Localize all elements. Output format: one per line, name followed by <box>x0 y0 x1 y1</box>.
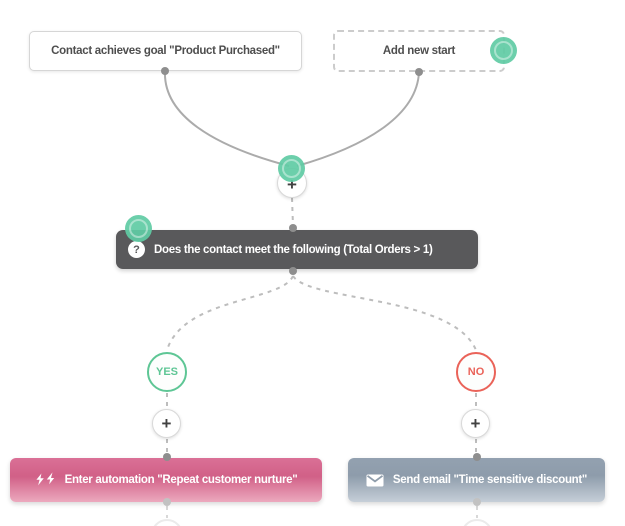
connector-dot <box>415 68 423 76</box>
branch-yes-label: YES <box>155 366 178 378</box>
plus-icon: + <box>287 175 297 194</box>
trigger-node-goal-label: Contact achieves goal "Product Purchased… <box>51 45 280 57</box>
branch-no-label: NO <box>467 366 485 378</box>
automation-bolts-icon <box>35 472 56 488</box>
connector-dot <box>289 224 297 232</box>
add-new-start-button[interactable]: Add new start <box>333 30 505 72</box>
drag-handle-convergence[interactable] <box>278 155 305 182</box>
action-node-send-email-label: Send email "Time sensitive discount" <box>392 474 588 486</box>
condition-node-label: Does the contact meet the following (Tot… <box>154 243 433 256</box>
connector-dot <box>473 498 481 506</box>
plus-icon: + <box>161 414 172 433</box>
connector-dot <box>473 453 481 461</box>
add-node-button-yes[interactable]: + <box>152 409 181 438</box>
connector-dot <box>289 267 297 275</box>
drag-handle-add-start[interactable] <box>490 37 517 64</box>
condition-node[interactable]: ? Does the contact meet the following (T… <box>116 230 478 269</box>
connector-dot <box>161 67 169 75</box>
drag-handle-condition[interactable] <box>125 215 152 242</box>
action-node-enter-automation-label: Enter automation "Repeat customer nurtur… <box>64 474 298 486</box>
connector-dot <box>163 498 171 506</box>
connector-dot <box>163 453 171 461</box>
action-node-enter-automation[interactable]: Enter automation "Repeat customer nurtur… <box>10 458 322 502</box>
plus-icon: + <box>470 414 481 433</box>
envelope-icon <box>366 474 384 487</box>
question-icon: ? <box>128 241 145 258</box>
add-new-start-label: Add new start <box>382 45 456 57</box>
action-node-send-email[interactable]: Send email "Time sensitive discount" <box>348 458 605 502</box>
trigger-node-goal[interactable]: Contact achieves goal "Product Purchased… <box>29 31 302 71</box>
add-node-button-no[interactable]: + <box>461 409 490 438</box>
branch-no-badge: NO <box>456 352 496 392</box>
branch-yes-badge: YES <box>147 352 187 392</box>
